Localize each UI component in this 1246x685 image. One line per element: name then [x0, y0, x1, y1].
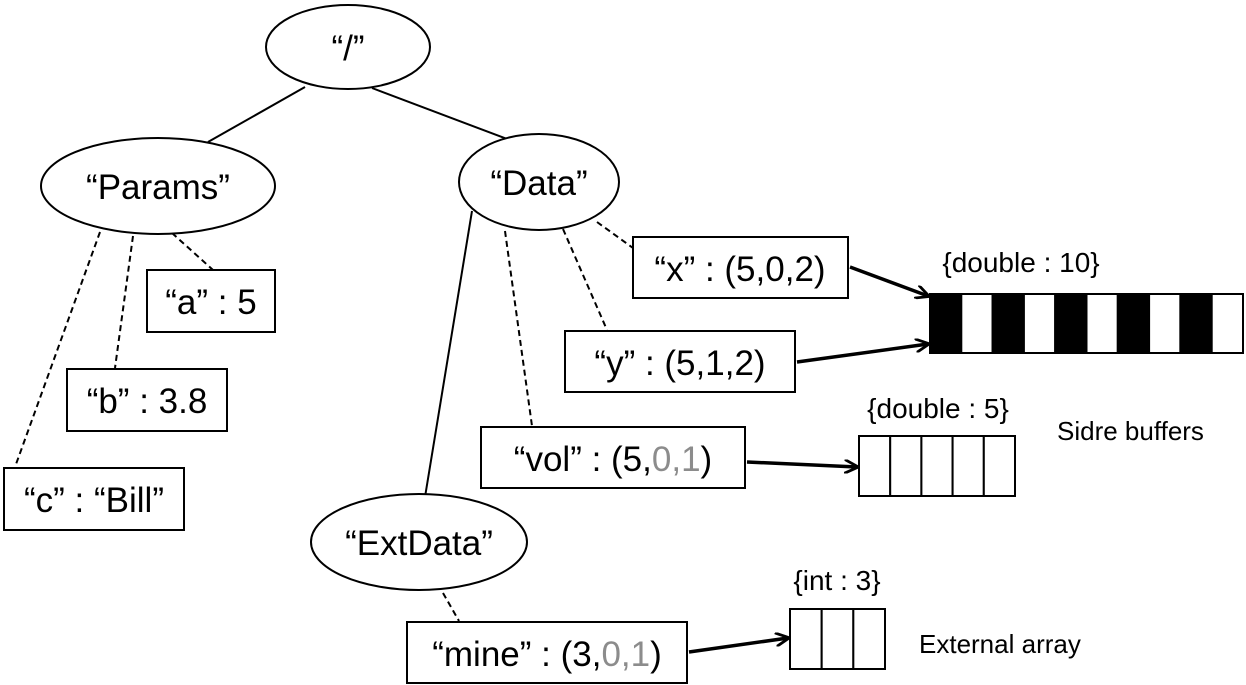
- buffer-double10-label: {double : 10}: [942, 247, 1099, 278]
- view-b: [66, 368, 228, 432]
- buffer-cell: [1085, 293, 1119, 354]
- buffer-double5-label: {double : 5}: [867, 393, 1009, 424]
- edge-data-vol: [504, 230, 533, 427]
- edge-extdata-mine: [442, 592, 460, 622]
- buffer-cell: [789, 608, 823, 670]
- buffer-cell: [820, 608, 855, 670]
- view-vol-prefix: “vol” : (5,: [514, 440, 652, 479]
- buffer-int3-label: {int : 3}: [793, 565, 880, 596]
- view-mine-comma: ,: [621, 635, 631, 674]
- view-vol-stride: 1: [681, 440, 700, 479]
- group-extdata: [310, 493, 528, 591]
- view-x-label: “x” : (5,0,2): [654, 250, 825, 289]
- view-c-label: “c” : “Bill”: [24, 481, 164, 520]
- buffer-cell: [858, 435, 892, 497]
- edge-data-extdata: [424, 210, 473, 498]
- buffer-cell: [1148, 293, 1182, 354]
- buffer-cell: [889, 435, 923, 497]
- view-a-label: “a” : 5: [165, 283, 256, 322]
- group-root: [265, 4, 431, 90]
- edge-root-data: [371, 87, 516, 143]
- view-b-label: “b” : 3.8: [87, 382, 208, 421]
- view-mine-label: “mine” : (3,0,1): [432, 635, 662, 674]
- buffer-cell: [1179, 293, 1213, 354]
- group-data: [458, 133, 620, 231]
- edge-data-y: [562, 228, 608, 331]
- buffer-cell: [920, 435, 954, 497]
- buffer-double10: [929, 293, 1244, 354]
- edge-root-params: [207, 86, 306, 143]
- buffer-cell: [951, 435, 985, 497]
- view-x: [632, 236, 849, 299]
- view-mine-offset: 0: [601, 635, 620, 674]
- group-extdata-label: “ExtData”: [345, 524, 493, 563]
- buffer-cell: [1116, 293, 1151, 354]
- buffer-cell: [929, 293, 963, 354]
- group-params-label: “Params”: [86, 168, 230, 207]
- note-sidre-buffers: Sidre buffers: [1057, 416, 1204, 446]
- buffer-int3: [789, 608, 887, 670]
- buffer-cell: [991, 293, 1025, 354]
- buffer-cell: [852, 608, 887, 670]
- view-c: [3, 467, 185, 531]
- edge-params-b: [114, 235, 134, 369]
- group-data-label: “Data”: [490, 164, 587, 203]
- edge-params-a: [171, 232, 214, 271]
- view-y-label: “y” : (5,1,2): [594, 344, 765, 383]
- view-vol: [480, 426, 746, 489]
- group-root-label: “/”: [331, 29, 364, 68]
- edge-data-x: [596, 221, 634, 249]
- edge-params-c: [14, 231, 101, 468]
- view-mine-stride: 1: [631, 635, 650, 674]
- view-mine: [406, 621, 688, 684]
- buffer-double5: [858, 435, 1016, 497]
- arrow-y-to-double10: [796, 344, 928, 364]
- buffer-cell: [982, 435, 1016, 497]
- view-vol-suffix: ): [701, 440, 713, 479]
- view-vol-label: “vol” : (5,0,1): [514, 440, 712, 479]
- view-mine-suffix: ): [650, 635, 662, 674]
- arrow-x-to-double10: [849, 265, 928, 296]
- buffer-cell: [960, 293, 994, 354]
- buffer-cell: [1210, 293, 1244, 354]
- view-mine-prefix: “mine” : (3,: [432, 635, 601, 674]
- group-params: [40, 137, 276, 235]
- view-y: [564, 330, 796, 393]
- note-external-array: External array: [919, 629, 1081, 659]
- view-vol-comma: ,: [671, 440, 681, 479]
- buffer-cell: [1022, 293, 1057, 354]
- arrow-mine-to-int3: [688, 638, 788, 654]
- view-vol-offset: 0: [652, 440, 671, 479]
- buffer-cell: [1054, 293, 1088, 354]
- arrow-vol-to-double5: [746, 462, 857, 467]
- view-a: [146, 269, 276, 333]
